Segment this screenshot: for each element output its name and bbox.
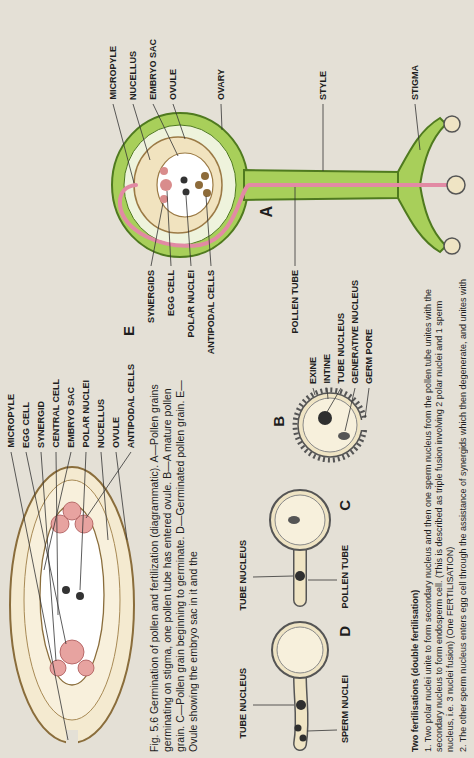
part-label: EGG CELL	[166, 270, 177, 316]
figure-caption: Fig. 5.6 Germination of pollen and ferti…	[148, 375, 200, 752]
part-label: ANTIPODAL CELLS	[206, 270, 217, 354]
part-label: SPERM NUCLEI	[340, 675, 351, 743]
part-label: STIGMA	[410, 65, 421, 100]
part-label: OVULE	[168, 69, 179, 100]
part-label: GERM PORE	[364, 329, 375, 384]
part-label: POLLEN TUBE	[290, 270, 301, 334]
body-text: 1. Two polar nuclei unite to form second…	[423, 275, 456, 752]
part-label: EXINE	[308, 357, 319, 384]
part-label: EMBRYO SAC	[148, 39, 159, 100]
part-label: EMBRYO SAC	[66, 387, 77, 448]
part-label: ANTIPODAL CELLS	[126, 364, 137, 448]
part-label: OVULE	[111, 417, 122, 448]
figure-letter: A	[258, 206, 276, 218]
part-label: TUBE NUCLEUS	[238, 540, 249, 611]
part-label: TUBE NUCLEUS	[238, 668, 249, 739]
part-label: MICROPYLE	[6, 394, 17, 448]
part-label: SYNERGIDS	[146, 270, 157, 323]
part-label: POLLEN TUBE	[340, 545, 351, 609]
body-text: 2. The other sperm nucleus enters egg ce…	[458, 275, 469, 752]
part-label: NUCELLUS	[96, 399, 107, 448]
figure-letter: E	[120, 326, 137, 336]
figure-letter: D	[336, 626, 353, 637]
part-label: GENERATIVE NUCLEUS	[350, 280, 361, 384]
part-label: NUCELLUS	[128, 51, 139, 100]
figure-letter: C	[336, 500, 353, 511]
text-heading: Two fertilisations (double fertilisation…	[410, 275, 421, 752]
part-label: STYLE	[318, 71, 329, 100]
figure-letter: B	[270, 416, 287, 427]
part-label: CENTRAL CELL	[51, 379, 62, 448]
part-label: SYNERGID	[36, 401, 47, 448]
part-label: POLAR NUCLEI	[81, 380, 92, 448]
part-label: OVARY	[216, 69, 227, 100]
part-label: TUBE NUCLEUS	[336, 313, 347, 384]
part-label: MICROPYLE	[108, 46, 119, 100]
part-label: POLAR NUCLEI	[186, 270, 197, 338]
part-label: INTINE	[322, 354, 333, 384]
part-label: EGG CELL	[21, 402, 32, 448]
